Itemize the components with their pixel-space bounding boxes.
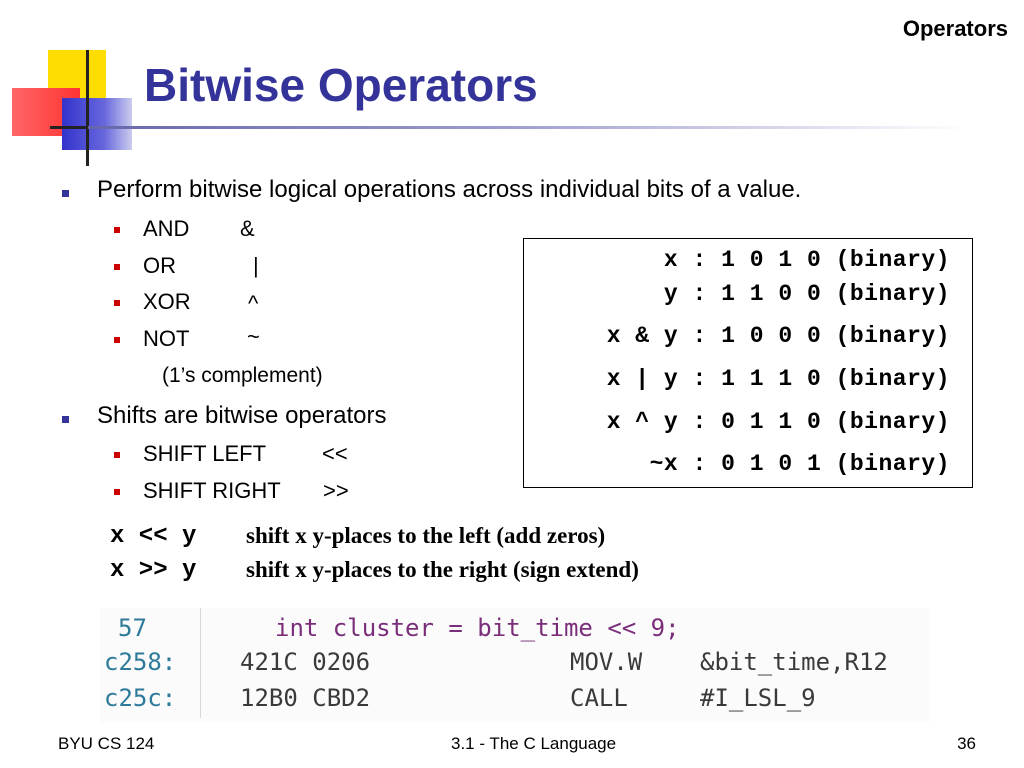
bullet-marker (62, 416, 69, 423)
sub-bullet-marker (114, 227, 120, 233)
bullet-shifts: Shifts are bitwise operators (97, 402, 387, 429)
bullet-intro: Perform bitwise logical operations acros… (97, 176, 802, 203)
slide-title: Bitwise Operators (144, 59, 538, 111)
sub-bullet-marker (114, 300, 120, 306)
asm-opcode: 421C 0206 (240, 648, 371, 676)
logo-blue-square (62, 98, 132, 150)
binary-row: x ^ y : 0 1 1 0 (binary) (606, 409, 950, 435)
asm-operands: &bit_time,R12 (700, 648, 888, 676)
op-or-name: OR (143, 253, 176, 278)
op-and-name: AND (143, 216, 190, 241)
shift-left-symbol: << (322, 441, 348, 466)
op-not-name: NOT (143, 326, 190, 351)
op-xor-symbol: ^ (248, 291, 259, 316)
sub-bullet-marker (114, 489, 120, 495)
op-not-symbol: ~ (247, 324, 260, 349)
shift-right-symbol: >> (323, 478, 349, 503)
op-and-symbol: & (240, 216, 255, 241)
source-line-number: 57 (118, 614, 147, 642)
binary-row: y : 1 1 0 0 (binary) (663, 281, 950, 307)
footer-page-number: 36 (957, 734, 976, 753)
binary-example-box: x : 1 0 1 0 (binary) y : 1 1 0 0 (binary… (523, 238, 973, 488)
disassembly-panel (100, 608, 930, 722)
asm-mnemonic: MOV.W (570, 648, 643, 676)
shift-right-name: SHIFT RIGHT (143, 478, 281, 503)
op-or-symbol: | (253, 253, 259, 278)
source-line-code: int cluster = bit_time << 9; (275, 614, 680, 642)
binary-row: x | y : 1 1 1 0 (binary) (606, 366, 950, 392)
shift-left-name: SHIFT LEFT (143, 441, 267, 466)
shift-right-desc: shift x y-places to the right (sign exte… (246, 557, 639, 582)
not-note: (1’s complement) (162, 364, 323, 387)
bullet-marker (62, 190, 69, 197)
section-label: Operators (902, 16, 1008, 41)
asm-address: c258: (104, 648, 177, 676)
binary-row: ~x : 0 1 0 1 (binary) (649, 451, 950, 477)
disassembly-divider (200, 608, 201, 718)
asm-address: c25c: (104, 684, 177, 712)
asm-operands: #I_LSL_9 (700, 684, 816, 712)
sub-bullet-marker (114, 452, 120, 458)
shift-right-code: x >> y (110, 557, 197, 584)
sub-bullet-marker (114, 337, 120, 343)
binary-row: x : 1 0 1 0 (binary) (663, 247, 950, 273)
title-underline (88, 126, 968, 129)
shift-left-desc: shift x y-places to the left (add zeros) (246, 523, 606, 548)
binary-row: x & y : 1 0 0 0 (binary) (606, 323, 950, 349)
footer-course: BYU CS 124 (58, 734, 155, 753)
asm-mnemonic: CALL (570, 684, 628, 712)
asm-opcode: 12B0 CBD2 (240, 684, 371, 712)
footer-topic: 3.1 - The C Language (451, 734, 617, 753)
op-xor-name: XOR (143, 289, 191, 314)
shift-left-code: x << y (110, 523, 197, 550)
logo-vertical-line (86, 50, 89, 166)
logo-horizontal-line (50, 126, 90, 129)
sub-bullet-marker (114, 264, 120, 270)
